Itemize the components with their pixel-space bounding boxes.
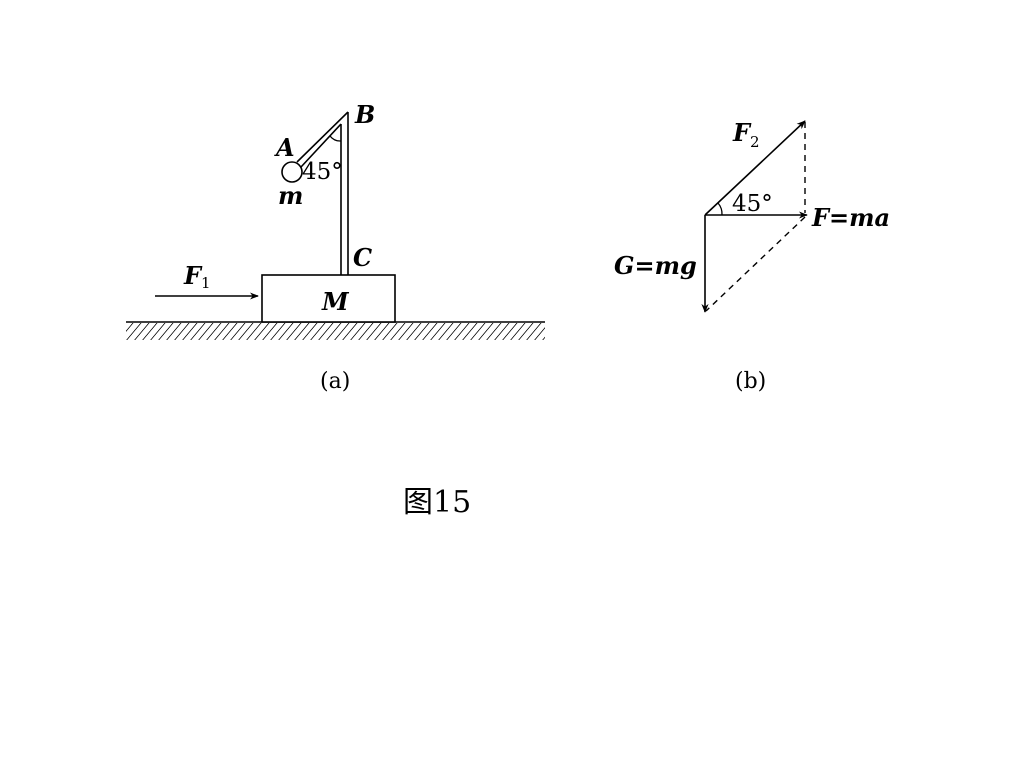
rod-ab-lower (300, 123, 342, 168)
angle-label-a: 45° (302, 159, 343, 185)
label-fma: F=ma (811, 203, 890, 232)
label-b: B (354, 100, 375, 129)
block-label: M (321, 287, 350, 316)
caption-a: (a) (320, 369, 350, 394)
label-c: C (353, 243, 372, 272)
label-gmg: G=mg (614, 251, 697, 280)
panel-b: F2 45° F=ma G=mg (b) (614, 118, 890, 394)
caption-b: (b) (735, 369, 766, 394)
angle-arc-b-panel (717, 202, 723, 216)
label-f2: F2 (732, 118, 760, 151)
figure-title: 图15 (403, 485, 471, 520)
force-f1-label: F1 (183, 261, 211, 292)
label-a: A (274, 133, 295, 162)
block-m (261, 274, 396, 323)
ground-hatching (126, 323, 545, 340)
vector-f2 (704, 120, 806, 216)
label-m: m (278, 181, 303, 210)
panel-a: M B A 45° m C F1 (a) (126, 100, 545, 394)
angle-label-b: 45° (732, 191, 773, 217)
dashed-diagonal (705, 216, 806, 312)
rod-ab-upper (296, 111, 349, 163)
ball-m (281, 161, 303, 183)
angle-arc-b (329, 135, 342, 142)
